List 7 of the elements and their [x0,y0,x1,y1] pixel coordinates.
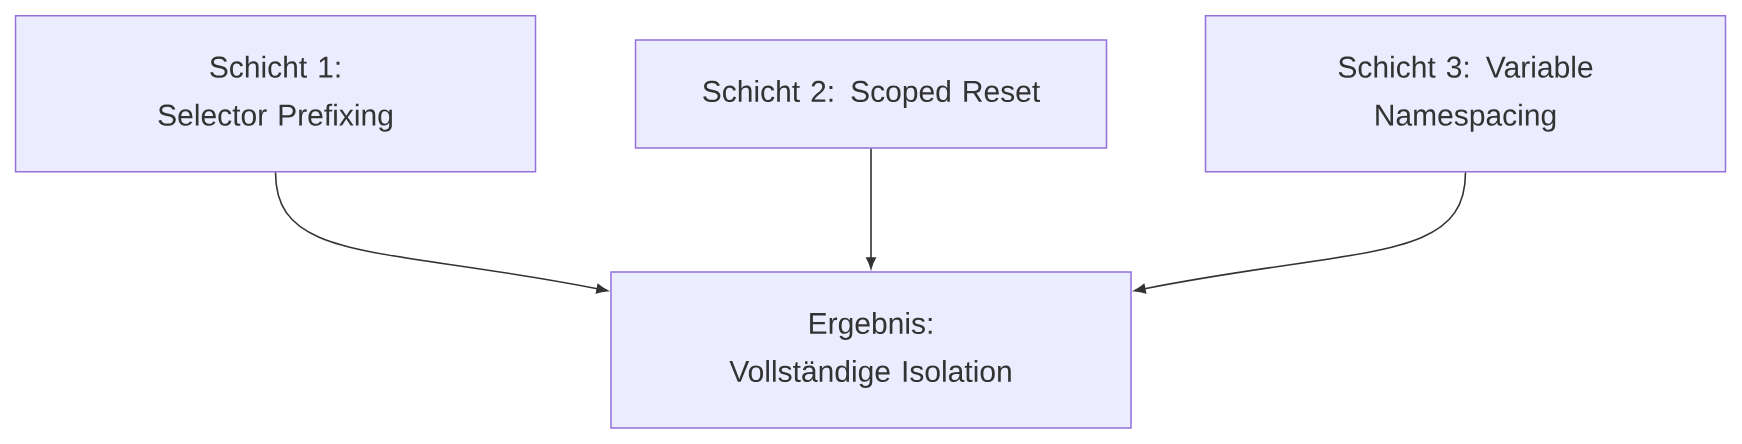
process-box: Schicht 1: Selector Prefixing [14,15,537,173]
process-box: Schicht 2: Scoped Reset [634,39,1108,149]
arrow [274,171,608,294]
arrow [1134,171,1467,294]
process-box: Ergebnis: Vollständige Isolation [610,271,1132,429]
arrow [866,147,876,269]
process-box: Schicht 3: Variable Namespacing [1204,15,1727,173]
